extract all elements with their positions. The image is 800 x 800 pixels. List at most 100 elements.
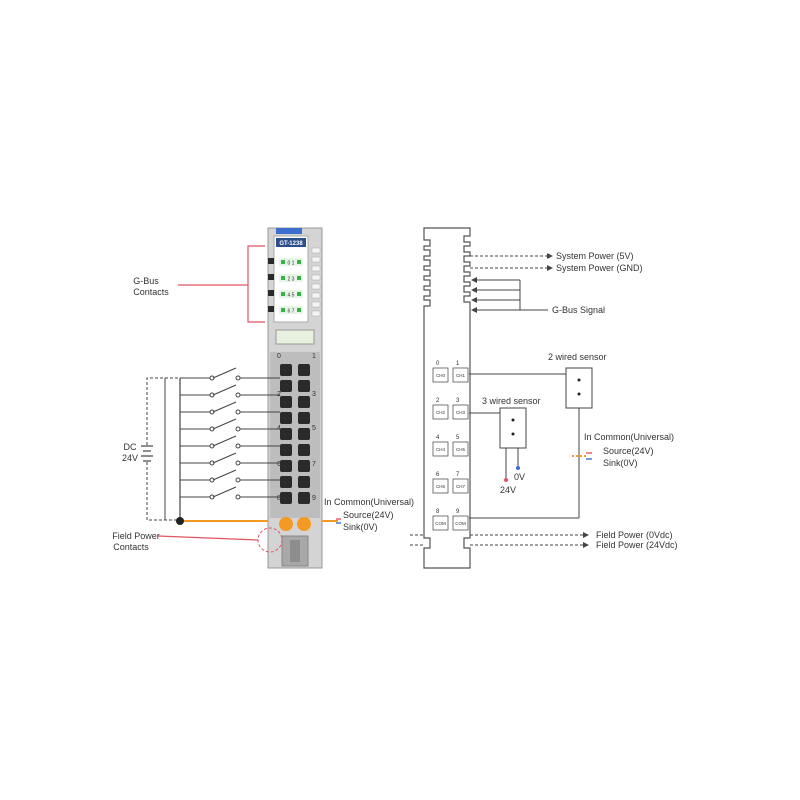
terminal-number: 1 [312,353,316,360]
terminal-clamp [280,460,292,472]
gbus-contact-pin [268,258,274,264]
field-power-label-line2: Contacts [113,542,149,552]
switch-blade [212,367,237,379]
led-row [279,290,303,298]
two-wired-sensor: 2 wired sensor [469,352,607,519]
switch-blade [212,418,237,430]
terminal-clamp [280,380,292,392]
channel-label: CH5 [456,447,465,452]
right-sink-label: Sink(0V) [603,458,638,468]
right-common-legend: In Common(Universal) Source(24V) Sink(0V… [572,432,674,468]
module-illustration: GT-1238 0 12 34 56 7 0123456789 [267,227,323,569]
led-row-label: 2 3 [288,277,295,283]
module-rib [311,292,321,299]
field-power-contact-left [279,517,293,531]
left-common-legend: In Common(Universal) Source(24V) Sink(0V… [324,497,414,532]
switch-contact [235,477,241,483]
terminal-number: 6 [277,461,281,468]
terminal-clamp [280,476,292,488]
right-in-common-label: In Common(Universal) [584,432,674,442]
led-row-label: 0 1 [288,261,295,267]
module-marker-strip [275,329,315,345]
channel-box [432,515,449,531]
channel-box [452,441,469,457]
channel-number: 8 [436,509,440,515]
channel-box [452,367,469,383]
field-power-contact-right [297,517,311,531]
switch-contact [235,460,241,466]
three-wired-24v-label: 24V [500,485,516,495]
channel-label: CH1 [456,373,465,378]
module-rib [311,274,321,281]
switch-blade [212,435,237,447]
switch-contact [235,392,241,398]
led-indicator [297,308,301,312]
field-power-lines: Field Power (0Vdc) Field Power (24Vdc) [410,530,678,550]
led-row [279,306,303,314]
terminal-clamp [280,412,292,424]
channel-number: 9 [456,509,460,515]
led-row-label: 6 7 [288,309,295,315]
field-power-callout: Field Power Contacts [112,527,283,553]
channel-label: COM [455,521,466,526]
terminal-number: 7 [312,461,316,468]
left-source-label: Source(24V) [343,510,394,520]
led-indicator [281,292,285,296]
terminal-number: 3 [312,391,316,398]
switch-blade [212,384,237,396]
led-indicator [297,260,301,264]
terminal-number: 0 [277,353,281,360]
led-indicator [297,276,301,280]
switch-blade [212,452,237,464]
switch-wiring: DC 24V [122,367,338,525]
two-wired-sensor-box [565,367,593,409]
channel-number: 3 [456,398,460,404]
terminal-clamp [298,428,310,440]
system-bus-signals: System Power (5V) System Power (GND) G-B… [470,251,643,315]
switch-blade [212,469,237,481]
terminal-clamp [298,492,310,504]
led-row-label: 4 5 [288,293,295,299]
led-indicator [281,308,285,312]
terminal-clamp [298,364,310,376]
module-rib [311,265,321,272]
switch-contact [235,409,241,415]
channel-number: 0 [436,361,440,367]
channel-box [452,515,469,531]
three-wired-0v-label: 0V [514,472,525,482]
gbus-callout: G-Bus Contacts [133,245,265,323]
left-sink-label: Sink(0V) [343,522,378,532]
switch-contact [235,375,241,381]
switch-contact [235,426,241,432]
channel-number: 2 [436,398,440,404]
switch-blade [212,486,237,498]
switch-blade [212,401,237,413]
module-top-clip [276,228,302,234]
module-model-plate [276,238,306,247]
terminal-clamp [280,492,292,504]
channel-label: CH2 [436,410,445,415]
channel-label: COM [435,521,446,526]
field-power-label-line1: Field Power [112,531,160,541]
system-power-5v-label: System Power (5V) [556,251,634,261]
module-rib [311,310,321,317]
terminal-clamp [298,460,310,472]
module-rib [311,301,321,308]
terminal-clamp [298,444,310,456]
field-power-0v-label: Field Power (0Vdc) [596,530,673,540]
terminal-clamp [280,396,292,408]
channel-box [432,478,449,494]
right-source-label: Source(24V) [603,446,654,456]
channel-number: 4 [436,435,440,441]
module-rib [311,256,321,263]
system-power-gnd-label: System Power (GND) [556,263,643,273]
channel-label: CH6 [436,484,445,489]
three-wired-sensor-box [499,407,527,449]
terminal-clamp [298,396,310,408]
dc-label-line1: DC [124,442,137,452]
channel-box [452,404,469,420]
left-in-common-label: In Common(Universal) [324,497,414,507]
module-terminal-block [270,352,320,518]
